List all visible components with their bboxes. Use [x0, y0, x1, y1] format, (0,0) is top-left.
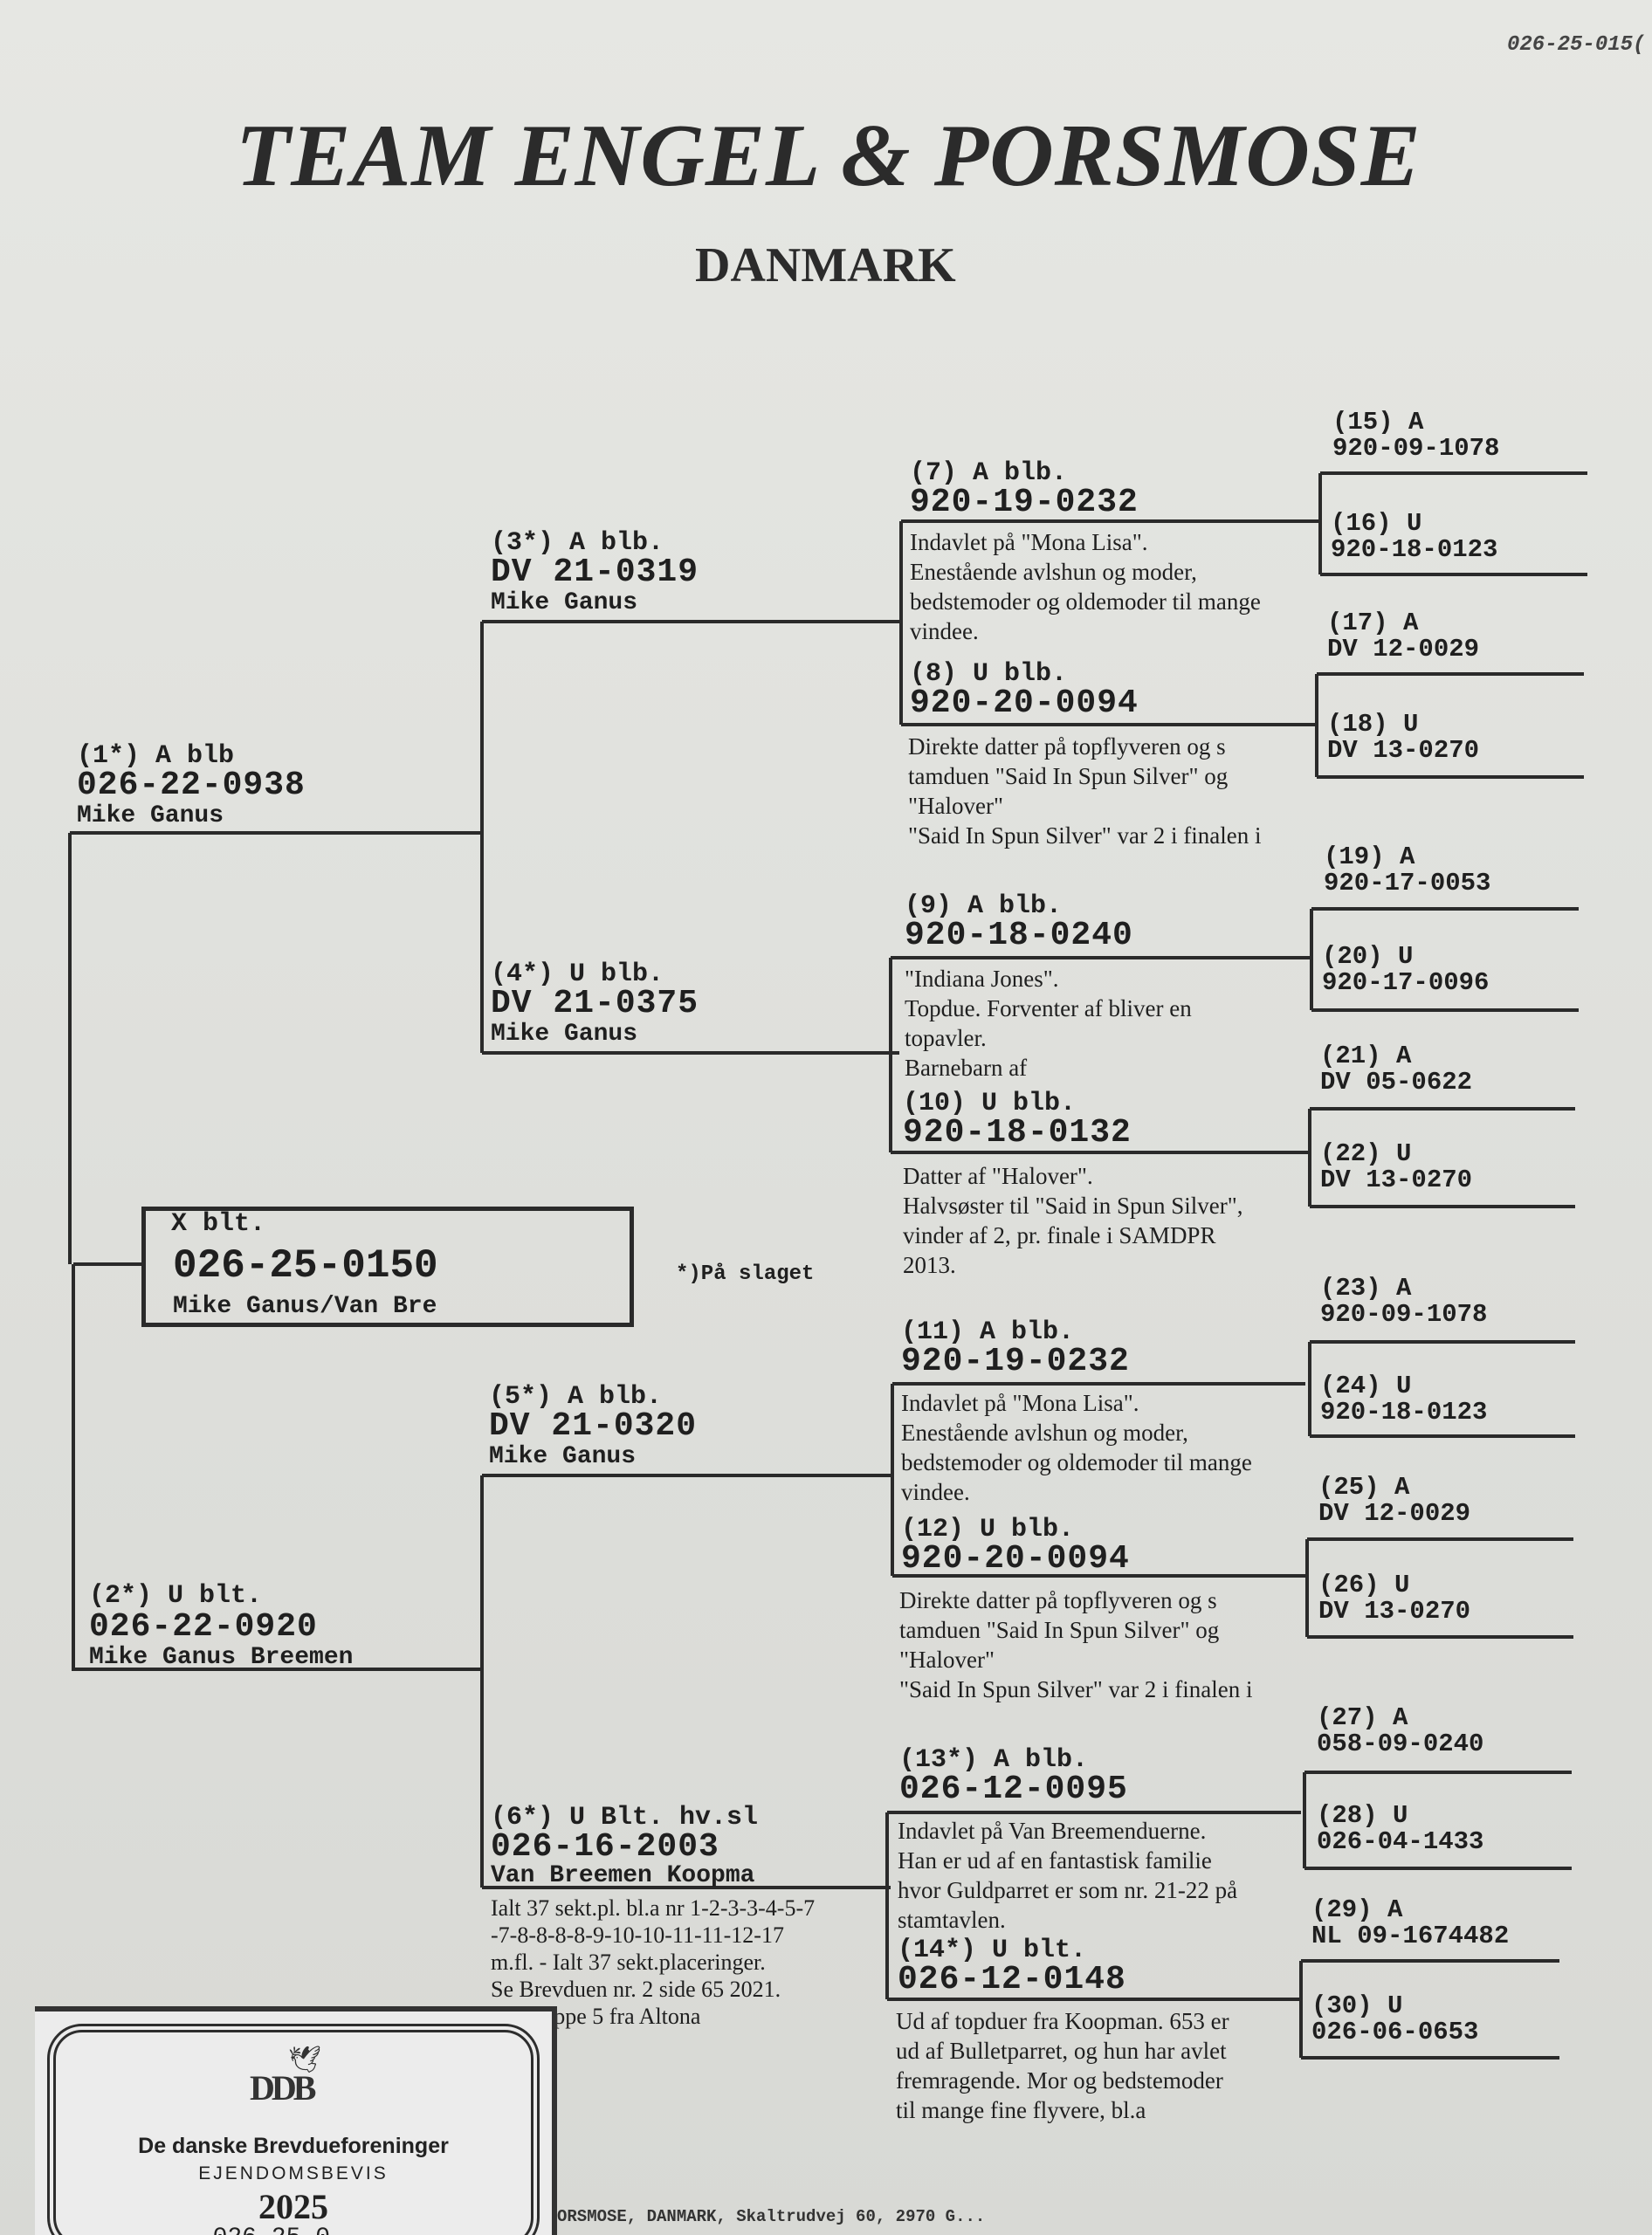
subject-box	[141, 1207, 634, 1327]
ancestor-19-ring: 920-17-0053	[1324, 869, 1491, 897]
gg11-label: (11) A blb.	[901, 1317, 1075, 1347]
gg13-label: (13*) A blb.	[899, 1745, 1089, 1775]
ancestor-30-label: (30) U	[1311, 1991, 1403, 2020]
parent2-owner: Mike Ganus Breemen	[89, 1644, 354, 1671]
parent2-label: (2*) U blt.	[89, 1581, 263, 1611]
ancestor-29-label: (29) A	[1311, 1895, 1403, 1924]
parent1-ring: 026-22-0938	[77, 767, 306, 804]
subject-label: X blt.	[171, 1209, 266, 1239]
grandparent3-ring: DV 21-0319	[491, 554, 699, 591]
gg14-text: Ud af topduer fra Koopman. 653 er ud af …	[896, 2008, 1229, 2123]
ancestor-16-label: (16) U	[1331, 509, 1422, 538]
gg7-text: Indavlet på "Mona Lisa". Enestående avls…	[910, 529, 1261, 644]
ancestor-28-label: (28) U	[1317, 1801, 1408, 1830]
ancestor-22-ring: DV 13-0270	[1320, 1166, 1473, 1194]
ancestor-22-label: (22) U	[1320, 1139, 1412, 1168]
ancestor-21-label: (21) A	[1320, 1042, 1412, 1070]
subject-owner: Mike Ganus/Van Bre	[173, 1293, 437, 1320]
ancestor-16-ring: 920-18-0123	[1331, 535, 1498, 564]
ancestor-20-label: (20) U	[1322, 942, 1414, 971]
ancestor-26-ring: DV 13-0270	[1318, 1597, 1471, 1626]
ancestor-25-label: (25) A	[1318, 1473, 1410, 1502]
slag-note: *)På slaget	[676, 1262, 815, 1286]
ancestor-24-label: (24) U	[1320, 1372, 1412, 1400]
gg10-label: (10) U blb.	[903, 1089, 1077, 1118]
parent2-ring: 026-22-0920	[89, 1608, 318, 1646]
parent1-owner: Mike Ganus	[77, 802, 224, 829]
grandparent5-owner: Mike Ganus	[489, 1443, 637, 1470]
dove-icon: 🕊	[288, 2046, 322, 2074]
ancestor-30-ring: 026-06-0653	[1311, 2018, 1479, 2046]
gg9-ring: 920-18-0240	[905, 917, 1133, 954]
grandparent6-label: (6*) U Blt. hv.sl	[491, 1803, 759, 1833]
ancestor-23-label: (23) A	[1320, 1274, 1412, 1303]
gg10-text: Datter af "Halover". Halvsøster til "Sai…	[903, 1163, 1243, 1278]
page-subtitle: DANMARK	[695, 238, 956, 292]
stamp-organization: De danske Brevdueforeninger	[138, 2134, 449, 2158]
ancestor-28-ring: 026-04-1433	[1317, 1827, 1484, 1856]
gg14-label: (14*) U blt.	[898, 1936, 1087, 1965]
gg11-ring: 920-19-0232	[901, 1343, 1130, 1380]
document-number: 026-25-015(	[1507, 33, 1646, 57]
subject-ring: 026-25-0150	[173, 1243, 438, 1289]
gg7-label: (7) A blb.	[910, 458, 1068, 488]
grandparent6-text: Ialt 37 sekt.pl. bl.a nr 1-2-3-3-4-5-7 -…	[491, 1895, 816, 2029]
ancestor-17-ring: DV 12-0029	[1327, 635, 1480, 664]
stamp-year: 2025	[258, 2187, 328, 2226]
gg9-text: "Indiana Jones". Topdue. Forventer af bl…	[905, 966, 1192, 1081]
gg13-ring: 026-12-0095	[899, 1771, 1128, 1808]
grandparent4-ring: DV 21-0375	[491, 985, 699, 1022]
gg13-text: Indavlet på Van Breemenduerne. Han er ud…	[898, 1818, 1238, 1933]
ancestor-15-ring: 920-09-1078	[1332, 434, 1500, 463]
ownership-stamp: 🕊 DDB De danske Brevdueforeninger EJENDO…	[35, 2006, 557, 2235]
ancestor-23-ring: 920-09-1078	[1320, 1300, 1488, 1329]
gg12-label: (12) U blb.	[901, 1515, 1075, 1544]
gg8-ring: 920-20-0094	[910, 684, 1139, 722]
gg7-ring: 920-19-0232	[910, 484, 1139, 521]
ancestor-24-ring: 920-18-0123	[1320, 1398, 1488, 1427]
ancestor-29-ring: NL 09-1674482	[1311, 1922, 1510, 1950]
stamp-ornamental-frame	[47, 2024, 540, 2235]
gg8-label: (8) U blb.	[910, 659, 1068, 689]
gg11-text: Indavlet på "Mona Lisa". Enestående avls…	[901, 1390, 1252, 1505]
ancestor-27-label: (27) A	[1317, 1703, 1408, 1732]
grandparent4-label: (4*) U blb.	[491, 959, 664, 989]
ancestor-18-ring: DV 13-0270	[1327, 736, 1480, 765]
grandparent5-label: (5*) A blb.	[489, 1382, 663, 1412]
ancestor-18-label: (18) U	[1327, 710, 1419, 739]
stamp-caption: EJENDOMSBEVIS	[198, 2163, 389, 2183]
ancestor-20-ring: 920-17-0096	[1322, 968, 1490, 997]
ancestor-21-ring: DV 05-0622	[1320, 1068, 1473, 1097]
ancestor-17-label: (17) A	[1327, 609, 1419, 637]
stamp-logo: DDB	[250, 2068, 316, 2108]
grandparent6-owner: Van Breemen Koopma	[491, 1862, 755, 1889]
gg14-ring: 026-12-0148	[898, 1961, 1126, 1998]
ancestor-26-label: (26) U	[1318, 1571, 1410, 1599]
ancestor-27-ring: 058-09-0240	[1317, 1730, 1484, 1758]
grandparent3-owner: Mike Ganus	[491, 589, 638, 616]
grandparent6-ring: 026-16-2003	[491, 1828, 719, 1866]
ancestor-19-label: (19) A	[1324, 842, 1415, 871]
grandparent5-ring: DV 21-0320	[489, 1407, 698, 1445]
gg12-text: Direkte datter på topflyveren og s tamdu…	[899, 1587, 1253, 1702]
gg10-ring: 920-18-0132	[903, 1114, 1132, 1152]
ancestor-25-ring: DV 12-0029	[1318, 1499, 1471, 1528]
gg9-label: (9) A blb.	[905, 891, 1063, 921]
grandparent3-label: (3*) A blb.	[491, 528, 664, 558]
page-title: TEAM ENGEL & PORSMOSE	[236, 107, 1421, 205]
grandparent4-owner: Mike Ganus	[491, 1021, 638, 1048]
stamp-ring-number: 026-25-0...	[35, 2225, 552, 2235]
ancestor-15-label: (15) A	[1332, 408, 1424, 437]
gg8-text: Direkte datter på topflyveren og s tamdu…	[908, 733, 1262, 849]
gg12-ring: 920-20-0094	[901, 1540, 1130, 1578]
parent1-label: (1*) A blb	[77, 741, 235, 771]
footer-address: ORSMOSE, DANMARK, Skaltrudvej 60, 2970 G…	[557, 2207, 986, 2226]
